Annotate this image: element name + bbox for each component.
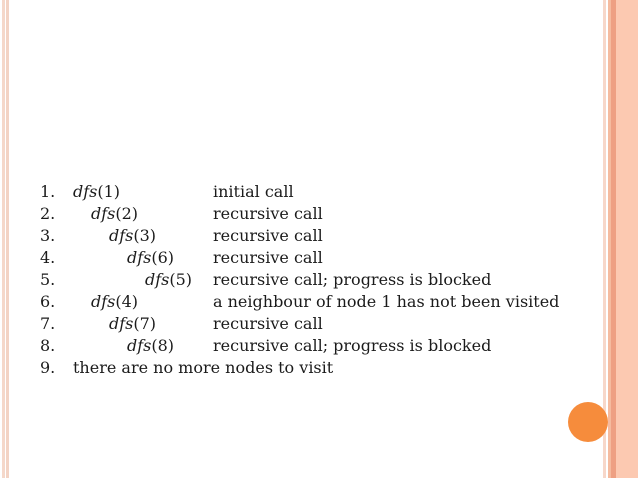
dfs-fn: dfs — [91, 204, 116, 223]
step-description: recursive call — [213, 226, 323, 245]
trace-row: 1. dfs(1) initial call — [40, 181, 620, 203]
trace-row: 4. dfs(6) recursive call — [40, 247, 620, 269]
step-number: 1. — [40, 182, 56, 201]
dfs-call: dfs(4) — [91, 291, 138, 313]
dfs-trace-list: 1. dfs(1) initial call 2. dfs(2) recursi… — [40, 181, 620, 379]
trace-row: 9. there are no more nodes to visit — [40, 357, 620, 379]
dfs-call: dfs(2) — [91, 203, 138, 225]
dfs-arg: (6) — [151, 248, 175, 267]
dfs-arg: (7) — [133, 314, 157, 333]
right-stripe-dark — [611, 0, 616, 478]
dfs-arg: (3) — [133, 226, 157, 245]
dfs-fn: dfs — [91, 292, 116, 311]
trace-row: 5. dfs(5) recursive call; progress is bl… — [40, 269, 620, 291]
trace-row: 3. dfs(3) recursive call — [40, 225, 620, 247]
decorative-circle — [568, 402, 608, 442]
step-description: recursive call; progress is blocked — [213, 270, 492, 289]
step-number: 2. — [40, 204, 56, 223]
dfs-call: dfs(6) — [127, 247, 174, 269]
dfs-arg: (2) — [115, 204, 139, 223]
step-description: recursive call; progress is blocked — [213, 336, 492, 355]
step-description: recursive call — [213, 248, 323, 267]
right-stripe-pale — [603, 0, 606, 478]
step-description: initial call — [213, 182, 294, 201]
step-number: 7. — [40, 314, 56, 333]
dfs-fn: dfs — [145, 270, 170, 289]
dfs-arg: (8) — [151, 336, 175, 355]
left-pinstripe-outer — [2, 0, 5, 478]
dfs-call: dfs(5) — [145, 269, 192, 291]
dfs-fn: dfs — [109, 314, 134, 333]
trace-row: 6. dfs(4) a neighbour of node 1 has not … — [40, 291, 620, 313]
step-number: 3. — [40, 226, 56, 245]
dfs-fn: dfs — [127, 336, 152, 355]
dfs-call: dfs(7) — [109, 313, 156, 335]
step-description: recursive call — [213, 314, 323, 333]
step-number: 6. — [40, 292, 56, 311]
dfs-call: dfs(8) — [127, 335, 174, 357]
trace-row: 2. dfs(2) recursive call — [40, 203, 620, 225]
trace-row: 8. dfs(8) recursive call; progress is bl… — [40, 335, 620, 357]
dfs-fn: dfs — [109, 226, 134, 245]
dfs-call: dfs(1) — [73, 181, 120, 203]
right-stripe-wide — [616, 0, 638, 478]
dfs-arg: (1) — [97, 182, 121, 201]
step-number: 9. — [40, 358, 56, 377]
final-note: there are no more nodes to visit — [73, 358, 334, 377]
dfs-fn: dfs — [73, 182, 98, 201]
step-number: 4. — [40, 248, 56, 267]
left-pinstripe-inner — [6, 0, 9, 478]
dfs-arg: (5) — [169, 270, 193, 289]
dfs-call: dfs(3) — [109, 225, 156, 247]
dfs-arg: (4) — [115, 292, 139, 311]
step-description: recursive call — [213, 204, 323, 223]
trace-row: 7. dfs(7) recursive call — [40, 313, 620, 335]
step-description: a neighbour of node 1 has not been visit… — [213, 292, 560, 311]
step-number: 8. — [40, 336, 56, 355]
dfs-fn: dfs — [127, 248, 152, 267]
step-number: 5. — [40, 270, 56, 289]
right-stripe-medium — [608, 0, 611, 478]
